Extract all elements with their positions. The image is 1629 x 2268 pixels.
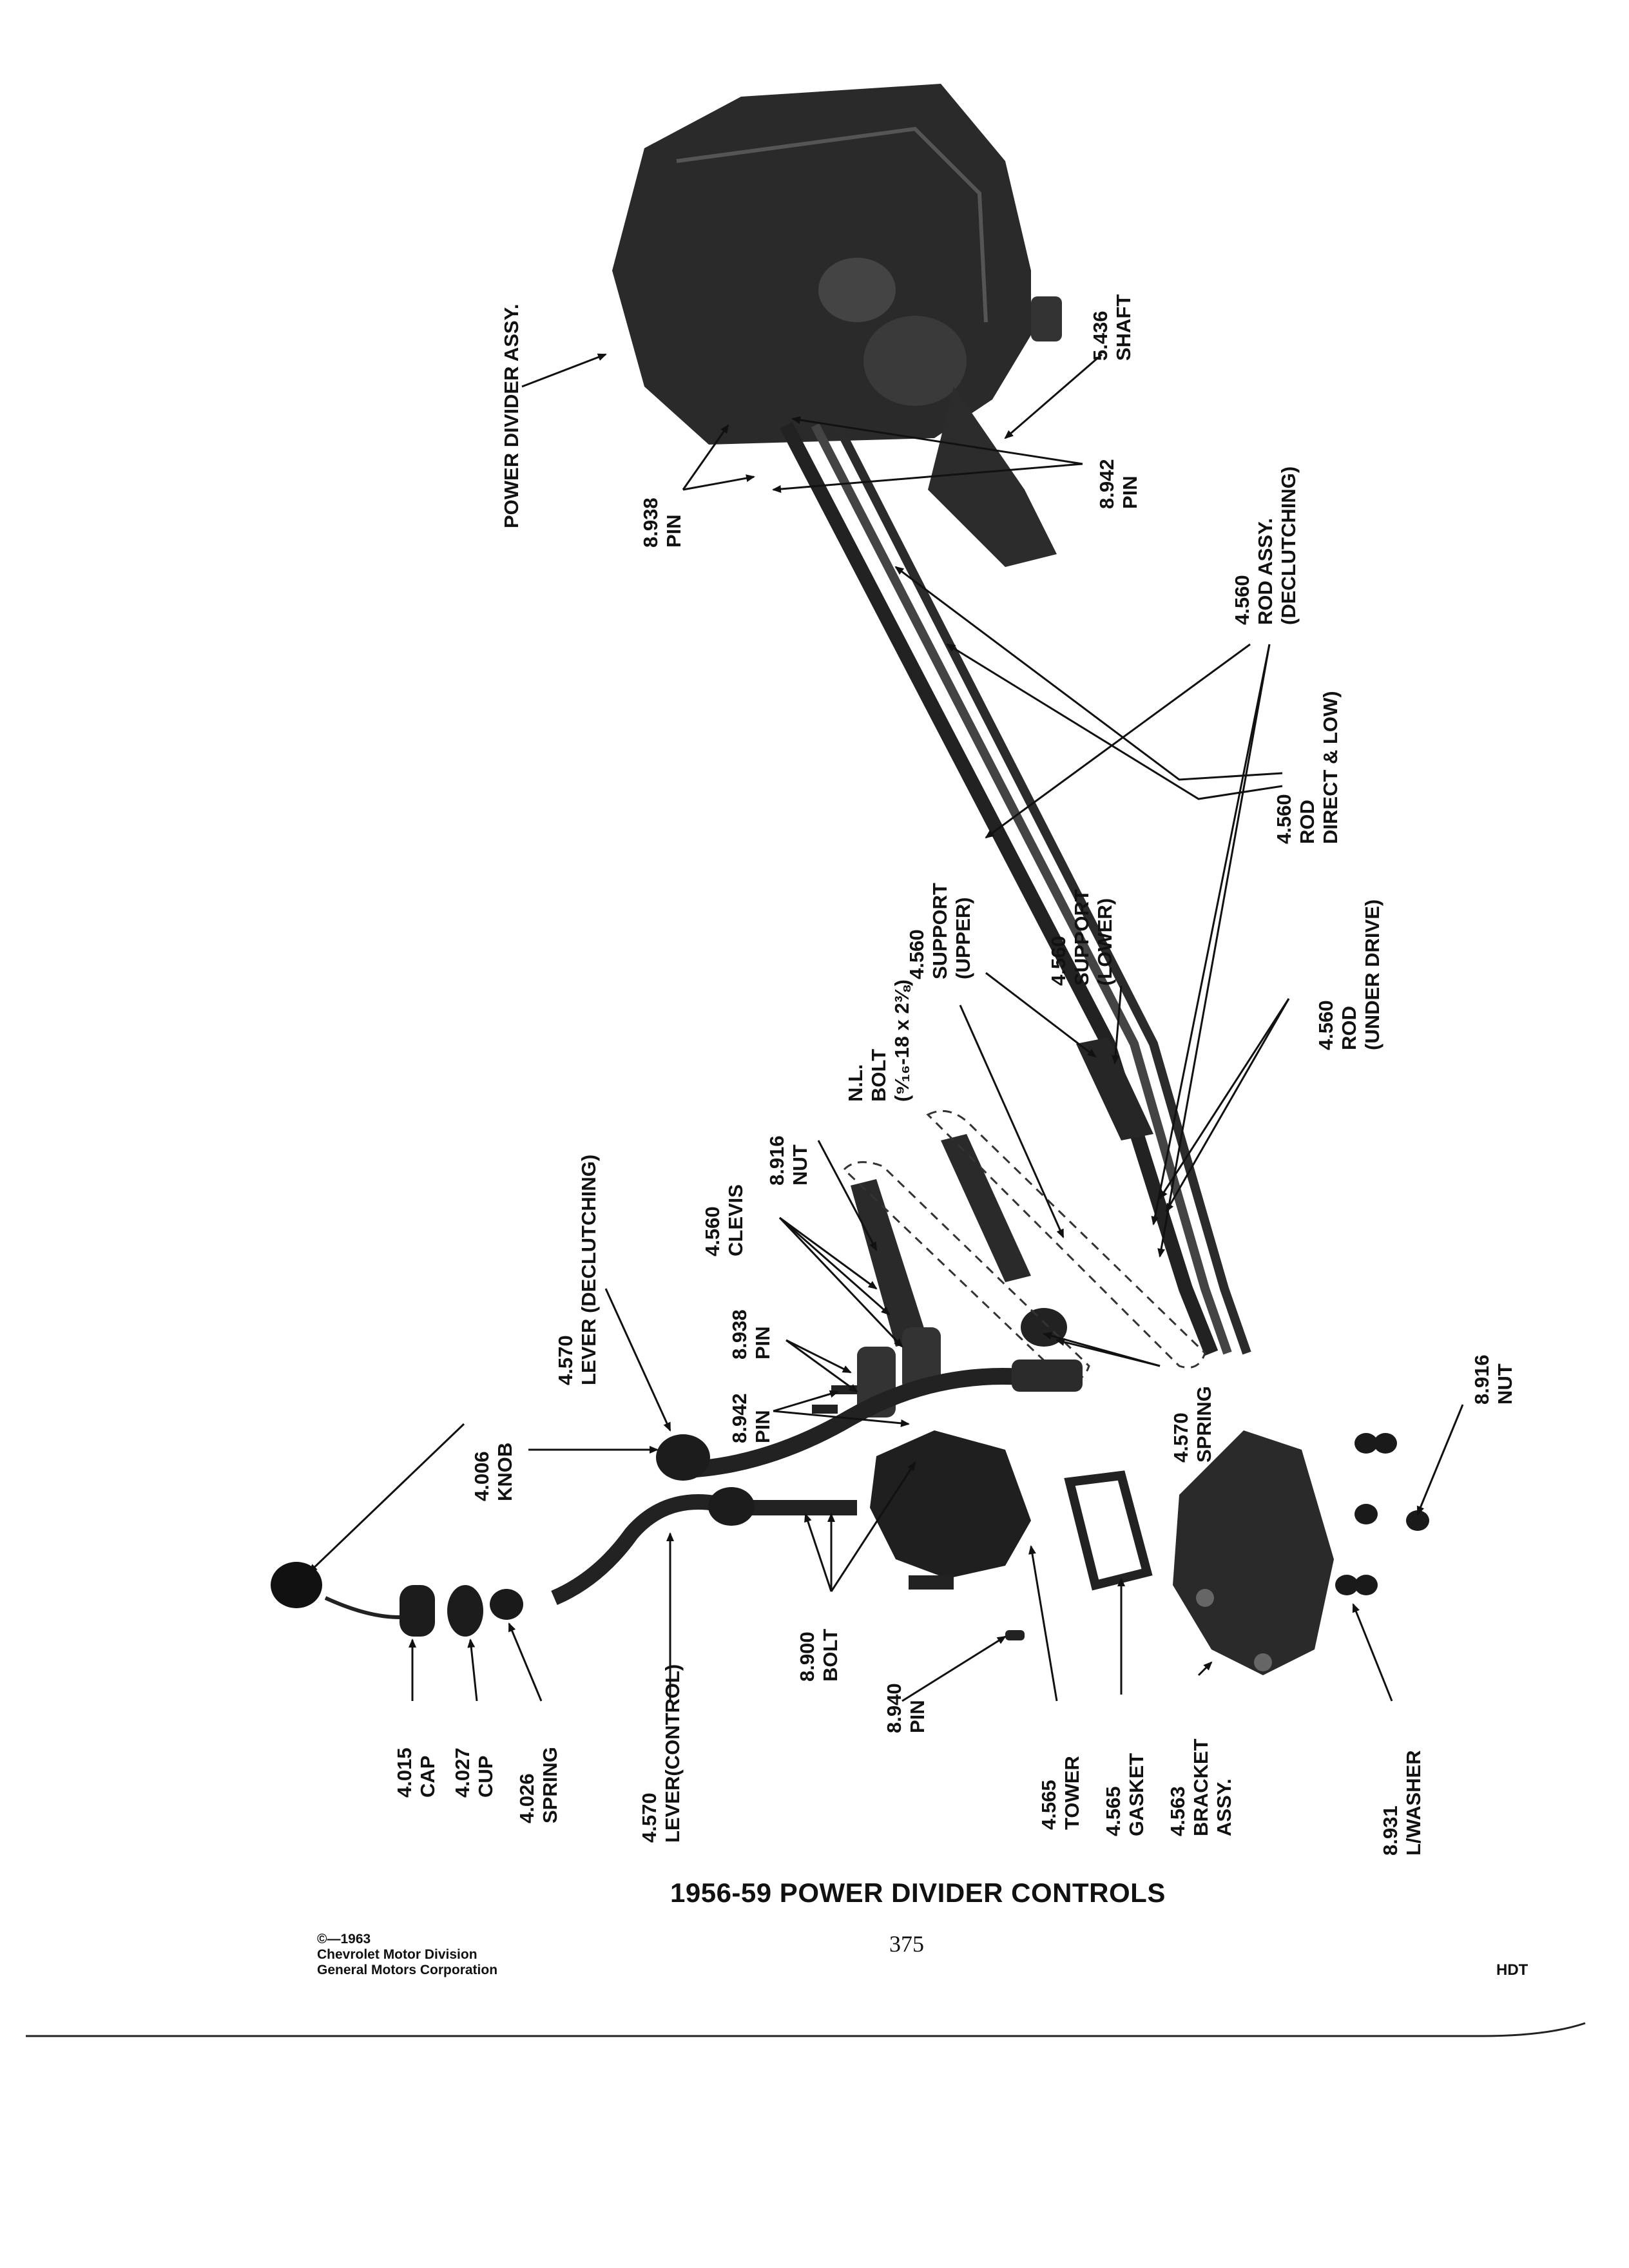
power-divider-assembly	[612, 84, 1062, 567]
label-clevis: 4.560 CLEVIS	[701, 1184, 747, 1256]
nuts-and-washers	[1335, 1433, 1429, 1595]
rod-supports	[1076, 1037, 1153, 1140]
tower	[870, 1430, 1031, 1579]
label-lever-declutching: 4.570 LEVER (DECLUTCHING)	[554, 1154, 600, 1385]
bracket-assembly	[1173, 1430, 1334, 1675]
page-title: 1956-59 POWER DIVIDER CONTROLS	[670, 1878, 1166, 1908]
leader-lines	[308, 353, 1464, 1702]
page-number: 375	[889, 1931, 924, 1957]
label-nut-8916-left: 8.916 NUT	[766, 1135, 811, 1186]
label-gasket: 4.565 GASKET	[1102, 1753, 1148, 1836]
label-power-divider-assy: POWER DIVIDER ASSY.	[500, 303, 523, 528]
label-spring-4026: 4.026 SPRING	[516, 1747, 561, 1823]
label-spring-4570: 4.570 SPRING	[1170, 1386, 1215, 1463]
label-bracket-assy: 4.563 BRACKET ASSY.	[1166, 1738, 1235, 1836]
label-nut-8916-right: 8.916 NUT	[1470, 1354, 1516, 1405]
label-tower: 4.565 TOWER	[1037, 1756, 1083, 1830]
small-bolts-and-pins	[786, 1385, 1025, 1640]
label-nl-bolt: N.L. BOLT (⁹⁄₁₆-18 x 2⅜)	[844, 979, 913, 1102]
label-cap: 4.015 CAP	[393, 1747, 439, 1798]
section-code: HDT	[1496, 1961, 1528, 1979]
knob-assembly	[271, 1562, 523, 1637]
label-support-lower: 4.560 SUPPORT (LOWER)	[1047, 889, 1116, 986]
label-bolt-8900: 8.900 BOLT	[796, 1628, 842, 1682]
control-lever	[551, 1487, 857, 1606]
label-rod-declutching: 4.560 ROD ASSY. (DECLUTCHING)	[1231, 466, 1300, 625]
control-rods	[780, 421, 1251, 1356]
label-cup: 4.027 CUP	[451, 1747, 497, 1798]
label-lwasher: 8.931 L/WASHER	[1379, 1750, 1425, 1856]
label-rod-under-drive: 4.560 ROD (UNDER DRIVE)	[1315, 899, 1383, 1050]
label-knob: 4.006 KNOB	[470, 1442, 516, 1501]
label-pin-8938-top: 8.938 PIN	[639, 497, 685, 548]
label-pin-8938-mid: 8.938 PIN	[728, 1309, 774, 1360]
label-support-upper: 4.560 SUPPORT (UPPER)	[905, 883, 974, 979]
label-pin-8942-top: 8.942 PIN	[1095, 459, 1141, 509]
copyright-line: Chevrolet Motor Division	[317, 1947, 477, 1962]
label-pin-8940: 8.940 PIN	[883, 1683, 929, 1733]
gasket	[1064, 1470, 1153, 1591]
declutching-lever	[656, 1360, 1083, 1481]
copyright-block: ©—1963 Chevrolet Motor Division General …	[317, 1932, 497, 1978]
bottom-rule	[26, 2022, 1586, 2037]
label-lever-control: 4.570 LEVER(CONTROL)	[638, 1664, 684, 1843]
label-shaft: 5.436 SHAFT	[1089, 294, 1135, 361]
label-pin-8942-mid: 8.942 PIN	[728, 1393, 774, 1443]
copyright-line: ©—1963	[317, 1932, 371, 1946]
copyright-line: General Motors Corporation	[317, 1963, 498, 1977]
label-rod-direct-low: 4.560 ROD DIRECT & LOW)	[1273, 691, 1342, 844]
